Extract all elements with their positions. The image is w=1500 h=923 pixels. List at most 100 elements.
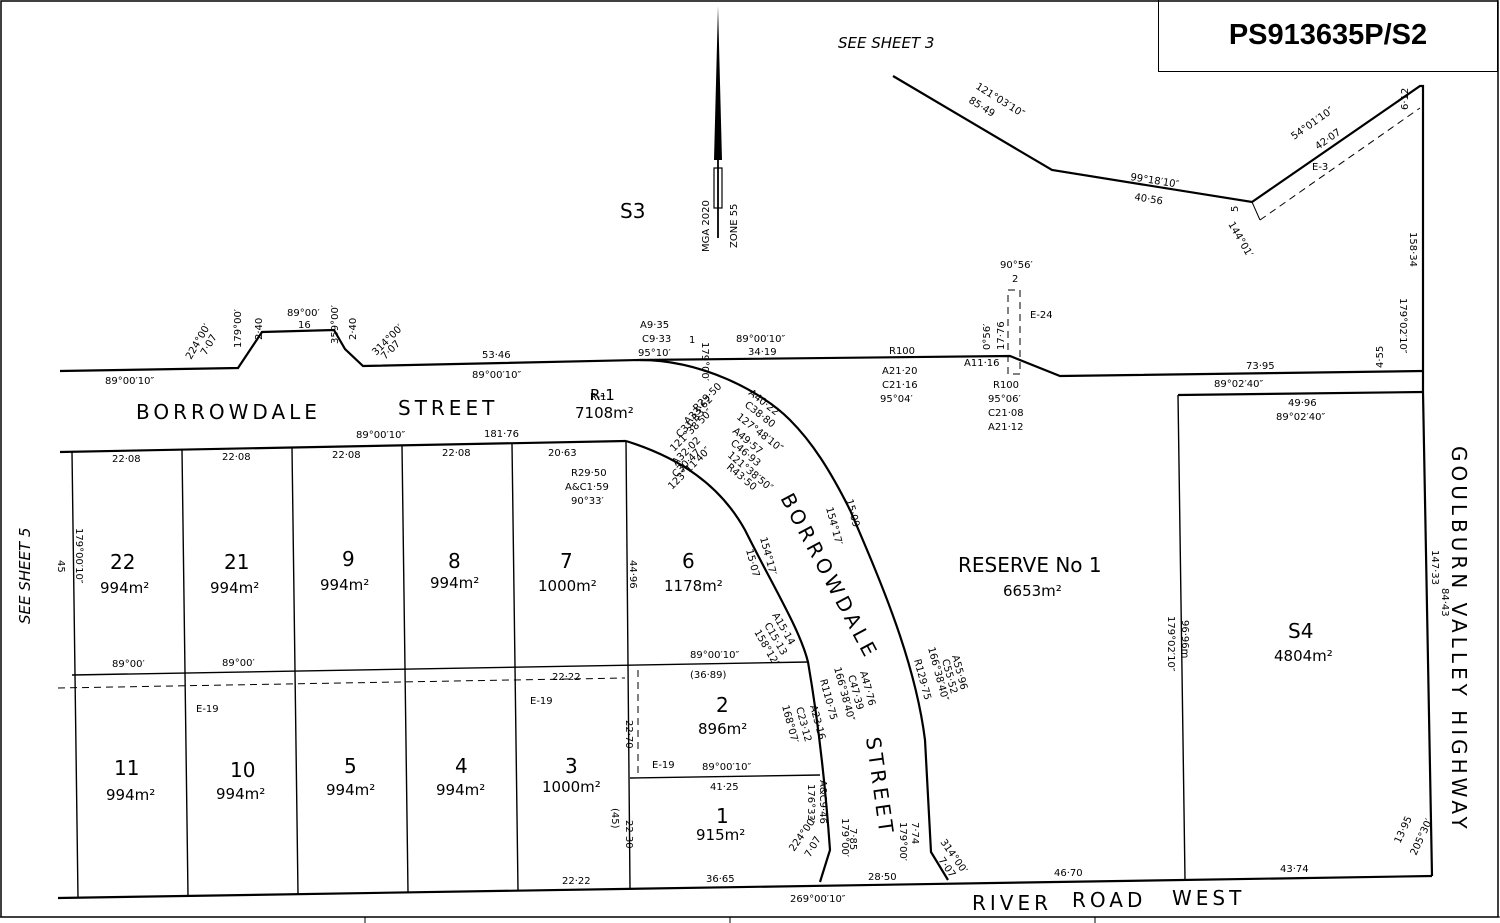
s4-label: S4 (1288, 619, 1313, 643)
dimension-label: 5 (1230, 206, 1241, 212)
dimension-label: 154°17′ (823, 506, 844, 547)
dimension-label: 89°00′10″ (105, 376, 154, 387)
dimension-label: 15·07 (743, 548, 761, 579)
dimension-label: R-1 (590, 392, 607, 403)
dimension-label: C21·08 (988, 408, 1024, 419)
dimension-label: 89°00′ (222, 658, 255, 669)
dimension-label: 4·55 (1375, 346, 1386, 368)
dimension-label: 99°18′10″ (1130, 172, 1181, 191)
dimension-label: 84·43 (1439, 588, 1450, 617)
road-name: ROAD (1072, 888, 1146, 912)
borrowdale-street-south (59, 439, 627, 454)
lot-area: 994m² (326, 781, 375, 799)
dimension-label: 7·85 (847, 828, 858, 850)
dimension-label: (45) (609, 808, 620, 829)
lot-area: 1178m² (664, 577, 723, 595)
dimension-label: 73·95 (1246, 361, 1275, 372)
dimension-label: 22·08 (222, 452, 251, 463)
north-boundary (892, 75, 1425, 392)
dimension-label: 13·95 (1393, 815, 1415, 846)
dimension-label: 22·30 (623, 820, 634, 849)
river-road-boundary (57, 874, 1433, 900)
dimension-label: 179°00′ (233, 308, 244, 348)
dimension-label: 176°33′ (805, 784, 816, 824)
dimension-label: 179°00′ (897, 822, 908, 862)
road-name: WEST (1172, 886, 1245, 910)
lot-area: 994m² (430, 574, 479, 592)
dimension-label: E-19 (530, 696, 553, 707)
dimension-label: A21·12 (988, 422, 1023, 433)
lot-area: 994m² (320, 576, 369, 594)
dimension-label: E-24 (1030, 310, 1053, 321)
dimension-label: 89°00′ (287, 308, 320, 319)
lot-label: 8 (448, 549, 461, 573)
sheet-ref-left: SEE SHEET 5 (16, 528, 34, 624)
reserve-area: 6653m² (1003, 582, 1062, 600)
dimension-label: 0°56′ (982, 323, 993, 350)
dimension-label: 179°02′10″ (1165, 616, 1176, 672)
dimension-label: 89°02′40″ (1214, 379, 1263, 390)
road-name: STREET (861, 735, 899, 838)
dimension-label: A9·35 (640, 320, 669, 331)
road-name: BORROWDALE (136, 400, 321, 424)
dimension-label: A11·16 (964, 358, 999, 369)
dimension-label: 90°33′ (571, 496, 604, 507)
north-datum: MGA 2020 (701, 200, 712, 252)
dimension-label: C21·16 (882, 380, 918, 391)
dimension-label: 22·08 (112, 454, 141, 465)
lot-label: 2 (716, 693, 729, 717)
plan-number: PS913635P/S2 (1228, 19, 1428, 51)
dimension-label: 22·22 (552, 672, 581, 683)
dimension-label: 15·09 (843, 498, 861, 529)
dimension-label: 89°00′10″ (356, 430, 405, 441)
dimension-label: 269°00′10″ (790, 894, 846, 905)
lot-area: 994m² (436, 781, 485, 799)
sheet-ref-top: SEE SHEET 3 (838, 34, 934, 52)
lot-area: 994m² (210, 579, 259, 597)
dimension-label: 95°06′ (988, 394, 1021, 405)
dimension-label: 41·25 (710, 782, 739, 793)
dimension-label: 36·65 (706, 874, 735, 885)
dimension-label: E-19 (196, 704, 219, 715)
dimension-label: 22·08 (332, 450, 361, 461)
r1-area: 7108m² (575, 404, 634, 422)
dimension-label: R29·50 (571, 468, 607, 479)
lot-area: 994m² (100, 579, 149, 597)
lot-label: 21 (224, 550, 249, 574)
dimension-label: 89°02′40″ (1276, 412, 1325, 423)
dimension-label: 46·70 (1054, 868, 1083, 879)
lot-label: 5 (344, 754, 357, 778)
dimension-label: 89°00′10″ (690, 650, 739, 661)
dimension-label: 22·70 (623, 720, 634, 749)
dimension-label: 20·63 (548, 448, 577, 459)
plan-number-box: PS913635P/S2 (1158, 0, 1498, 72)
dimension-label: 2·40 (254, 318, 265, 340)
dimension-label: 22·22 (562, 876, 591, 887)
dimension-label: 7·74 (909, 822, 920, 844)
dimension-label: 89°00′ (112, 659, 145, 670)
lot-label: 11 (114, 756, 139, 780)
lot-label: 10 (230, 758, 255, 782)
dimension-label: 40·56 (1134, 192, 1164, 207)
dimension-label: 179°00′ (699, 342, 710, 382)
dimension-label: 17·76 (996, 321, 1007, 350)
s4-area: 4804m² (1274, 647, 1333, 665)
lot-area: 994m² (106, 786, 155, 804)
dimension-label: 16 (298, 320, 311, 331)
lot-area: 896m² (698, 720, 747, 738)
dimension-label: 43·74 (1280, 864, 1309, 875)
lot-label: 9 (342, 547, 355, 571)
lot-area: 1000m² (538, 577, 597, 595)
lot-label: 6 (682, 549, 695, 573)
lot-label: 22 (110, 550, 135, 574)
dimension-label: 2 (1012, 274, 1018, 285)
dimension-label: 181·76 (484, 429, 519, 440)
dimension-label: 89°00′10″ (472, 370, 521, 381)
dimension-label: 2·40 (348, 318, 359, 340)
r1-label: R-1 (590, 386, 615, 404)
lot-area: 994m² (216, 785, 265, 803)
dimension-label: 6·12 (1400, 88, 1411, 110)
road-name: STREET (398, 396, 498, 420)
